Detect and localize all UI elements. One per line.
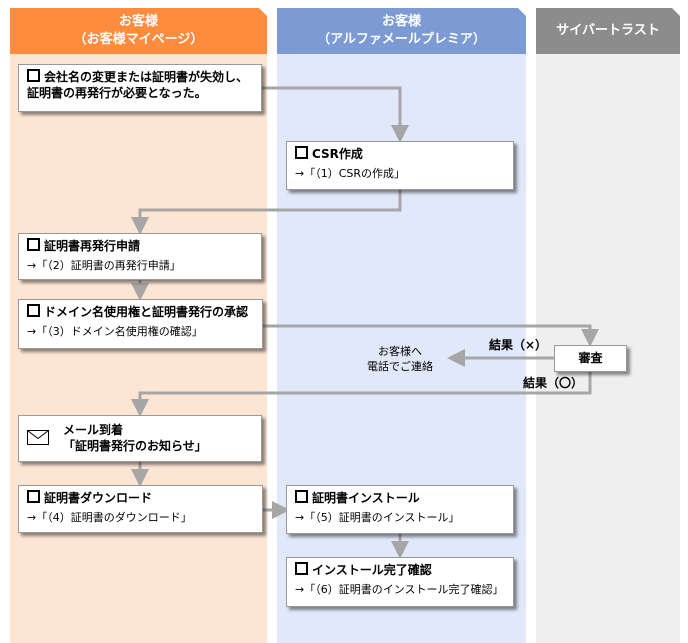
mail-icon bbox=[27, 430, 49, 445]
result-ok-label: 結果（〇） bbox=[523, 376, 584, 390]
contact-label-line1: お客様へ bbox=[378, 345, 422, 358]
step-ref: →「（1）CSRの作成」 bbox=[295, 167, 406, 180]
step-title: 証明書ダウンロード bbox=[44, 491, 153, 505]
step-review: 審査 bbox=[554, 345, 627, 372]
lane-header-mypage: お客様 （お客様マイページ） bbox=[10, 8, 267, 54]
step-reissue: 証明書再発行申請 →「（2）証明書の再発行申請」 bbox=[18, 233, 262, 280]
checkbox-icon bbox=[295, 146, 308, 159]
step-mail: メール到着 「証明書発行のお知らせ」 bbox=[18, 415, 262, 462]
checkbox-icon bbox=[27, 304, 40, 317]
step-title: ドメイン名使用権と証明書発行の承認 bbox=[44, 305, 249, 319]
step-title: 会社名の変更または証明書が失効し、証明書の再発行が必要となった。 bbox=[27, 70, 249, 100]
checkbox-icon bbox=[295, 562, 308, 575]
step-ref: →「（3）ドメイン名使用権の確認」 bbox=[27, 325, 203, 338]
lane-header-alphamail: お客様 （アルファメールプレミア） bbox=[277, 8, 526, 54]
step-title: 証明書インストール bbox=[312, 491, 420, 505]
step-title: CSR作成 bbox=[312, 147, 363, 161]
lane-title: お客様 bbox=[381, 14, 421, 29]
step-title: 証明書再発行申請 bbox=[44, 239, 141, 253]
step-ref: 「証明書発行のお知らせ」 bbox=[63, 439, 207, 453]
step-trigger: 会社名の変更または証明書が失効し、証明書の再発行が必要となった。 bbox=[18, 64, 262, 112]
checkbox-icon bbox=[27, 69, 40, 82]
lane-subtitle: （お客様マイページ） bbox=[73, 32, 204, 47]
step-download: 証明書ダウンロード →「（4）証明書のダウンロード」 bbox=[18, 485, 263, 533]
result-ng-label: 結果（×） bbox=[489, 338, 548, 352]
step-install: 証明書インストール →「（5）証明書のインストール」 bbox=[286, 485, 514, 534]
contact-label-line2: 電話でご連絡 bbox=[367, 360, 433, 373]
step-csr: CSR作成 →「（1）CSRの作成」 bbox=[286, 141, 514, 190]
step-ref: →「（6）証明書のインストール完了確認」 bbox=[295, 583, 504, 596]
lane-header-cybertrust: サイバートラスト bbox=[536, 8, 680, 54]
arrow-csr-to-reissue bbox=[131, 190, 402, 235]
lane-title: サイバートラスト bbox=[556, 23, 660, 38]
step-ref: →「（5）証明書のインストール」 bbox=[295, 511, 460, 524]
step-ref: →「（4）証明書のダウンロード」 bbox=[27, 511, 192, 524]
checkbox-icon bbox=[27, 238, 40, 251]
arrow-trigger-to-csr bbox=[262, 86, 409, 143]
step-title: 審査 bbox=[578, 351, 603, 365]
step-title: インストール完了確認 bbox=[312, 563, 432, 577]
lane-title: お客様 bbox=[118, 14, 158, 29]
lane-subtitle: （アルファメールプレミア） bbox=[317, 32, 486, 47]
checkbox-icon bbox=[27, 490, 40, 503]
step-title: メール到着 bbox=[63, 423, 124, 437]
step-ref: →「（2）証明書の再発行申請」 bbox=[27, 259, 181, 272]
arrow-review-ok bbox=[131, 372, 592, 417]
step-confirm: インストール完了確認 →「（6）証明書のインストール完了確認」 bbox=[286, 557, 514, 607]
arrow-domain-to-review bbox=[263, 324, 599, 347]
step-domain: ドメイン名使用権と証明書発行の承認 →「（3）ドメイン名使用権の確認」 bbox=[18, 299, 263, 349]
checkbox-icon bbox=[295, 490, 308, 503]
